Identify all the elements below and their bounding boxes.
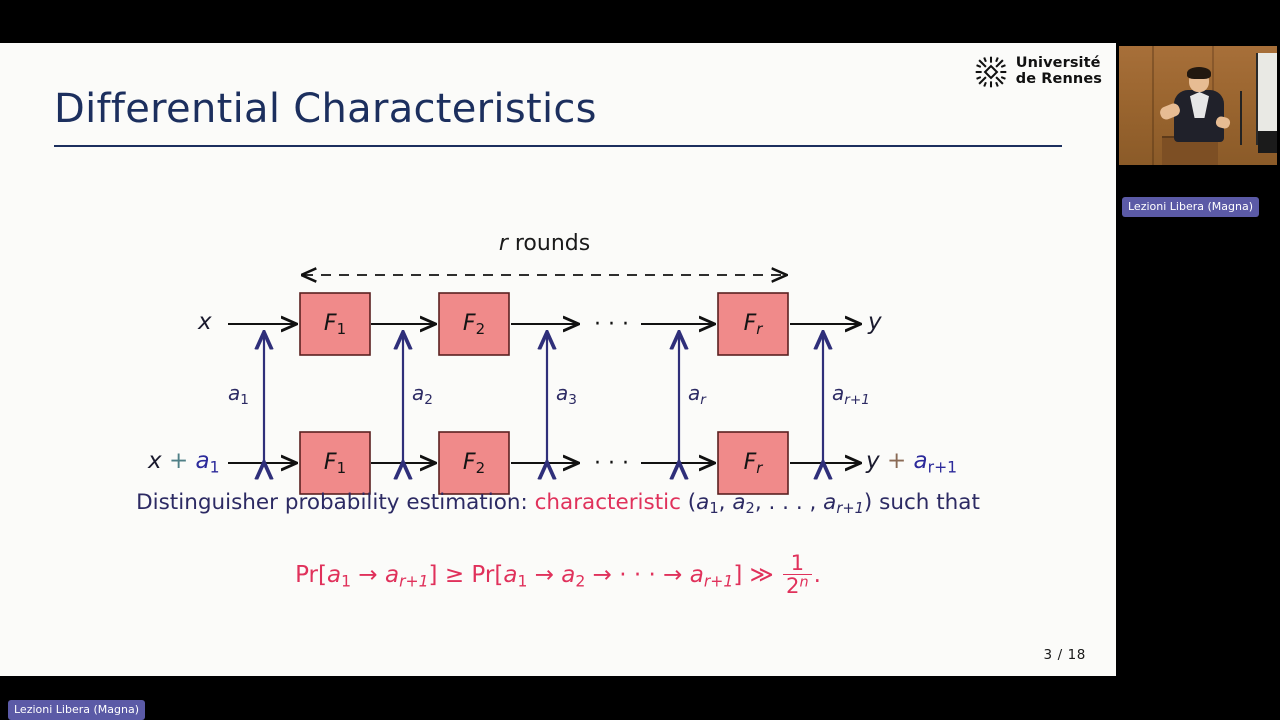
formula-arrow-4: → bbox=[655, 562, 690, 588]
formula-bracket-close-2: ] bbox=[733, 562, 750, 588]
title-underline-rule bbox=[54, 145, 1062, 147]
ellipsis-bottom: · · · bbox=[594, 451, 629, 476]
denominator-exponent: n bbox=[799, 574, 809, 591]
presentation-slide: Université de Rennes Differential Charac… bbox=[0, 43, 1116, 676]
formula2-a1-sub: 1 bbox=[517, 571, 528, 591]
logo-wordmark: Université de Rennes bbox=[1016, 56, 1102, 87]
tuple-sep-2: , . . . , bbox=[754, 490, 824, 515]
differential-characteristic-diagram: · · · · · · r rounds x y x + a1 bbox=[0, 173, 1116, 513]
distinguisher-suffix: such that bbox=[879, 490, 980, 515]
tuple-a1: a bbox=[696, 490, 710, 515]
denominator-base: 2 bbox=[786, 573, 800, 598]
tuple-open: ( bbox=[680, 490, 697, 515]
formula-arrow-2: → bbox=[527, 562, 562, 588]
round-boxes-top bbox=[299, 292, 789, 356]
speaker-video-panel[interactable] bbox=[1116, 43, 1280, 168]
formula2-a1: a bbox=[503, 562, 518, 588]
formula-arrow-1: → bbox=[351, 562, 385, 588]
fraction-numerator: 1 bbox=[790, 550, 805, 575]
distinguisher-statement: Distinguisher probability estimation: ch… bbox=[0, 490, 1116, 517]
speaker-hair bbox=[1187, 67, 1211, 79]
tuple-a2: a bbox=[732, 490, 746, 515]
formula2-a2-sub: 2 bbox=[575, 571, 586, 591]
formula-a1: a bbox=[326, 562, 342, 588]
formula-much-greater: ≫ bbox=[749, 562, 781, 588]
video-source-badge[interactable]: Lezioni Libera (Magna) bbox=[1122, 197, 1259, 217]
tuple-sep-1: , bbox=[718, 490, 733, 515]
speaker-shirt-graphic bbox=[1190, 92, 1209, 118]
probability-inequality-formula: Pr[a1 → ar+1] ≥ Pr[a1 → a2 → · · · → ar+… bbox=[0, 550, 1116, 598]
microphone-stand bbox=[1240, 91, 1242, 145]
page-title: Differential Characteristics bbox=[54, 86, 597, 132]
formula-bracket-close-1: ] bbox=[428, 562, 445, 588]
starburst-asterisk-icon bbox=[975, 56, 1007, 88]
universite-de-rennes-logo: Université de Rennes bbox=[974, 55, 1102, 89]
round-boxes-bottom bbox=[299, 431, 789, 495]
logo-line-2: de Rennes bbox=[1015, 71, 1102, 87]
tuple-a2-sub: 2 bbox=[745, 500, 755, 518]
formula-arrow-3: → bbox=[585, 562, 620, 588]
tuple-a1-sub: 1 bbox=[709, 500, 719, 518]
fraction-denominator: 2n bbox=[783, 574, 812, 597]
page-number: 3 / 18 bbox=[1043, 647, 1086, 663]
formula2-ar1-sub: r+1 bbox=[703, 571, 734, 591]
formula2-a2: a bbox=[561, 562, 576, 588]
whiteboard-shadow bbox=[1258, 131, 1280, 153]
formula-ar1-sub: r+1 bbox=[399, 571, 429, 591]
tuple-ar1-sub: r+1 bbox=[836, 500, 864, 518]
tuple-ar1: a bbox=[823, 490, 837, 515]
distinguisher-prefix: Distinguisher probability estimation: bbox=[136, 490, 535, 515]
ellipsis-top: · · · bbox=[594, 312, 629, 337]
wall-seam-left bbox=[1152, 43, 1154, 168]
formula2-ar1: a bbox=[689, 562, 704, 588]
differential-arrows bbox=[264, 333, 823, 463]
bottom-source-badge[interactable]: Lezioni Libera (Magna) bbox=[8, 700, 145, 720]
pr-open-1: Pr[ bbox=[295, 562, 327, 588]
logo-line-1: Université bbox=[1015, 55, 1101, 72]
characteristic-keyword: characteristic bbox=[534, 490, 681, 515]
formula-ar1: a bbox=[384, 562, 400, 588]
formula-mid-ellipsis: · · · bbox=[619, 562, 656, 588]
formula-geq: ≥ bbox=[444, 562, 472, 588]
formula-a1-sub: 1 bbox=[341, 571, 352, 591]
pr-open-2: Pr[ bbox=[471, 562, 504, 588]
tuple-close: ) bbox=[863, 490, 880, 515]
whiteboard bbox=[1256, 53, 1280, 145]
formula-period: . bbox=[813, 562, 821, 588]
